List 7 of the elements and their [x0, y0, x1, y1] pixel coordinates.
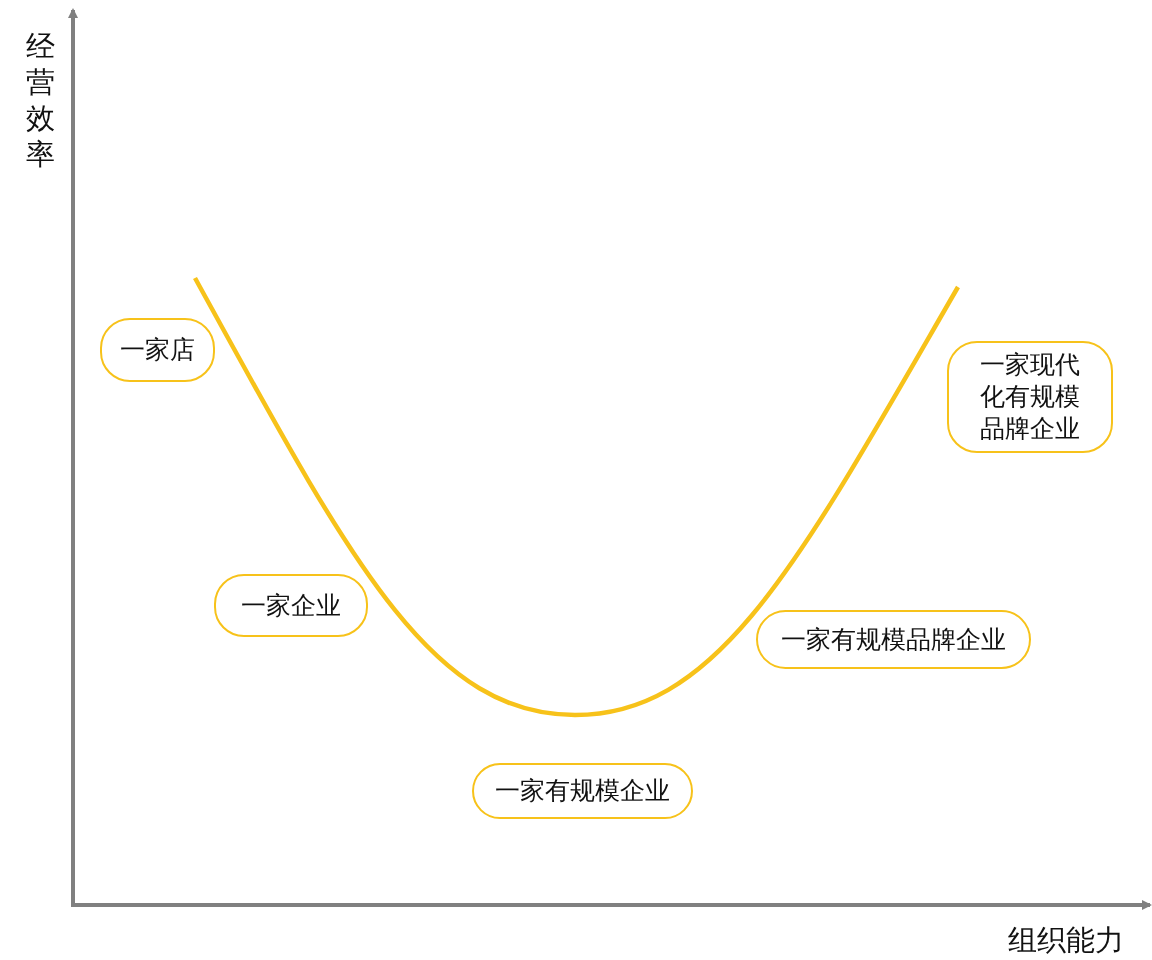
rounded-label-box: 一家有规模企业 — [472, 763, 693, 819]
rounded-label-box: 一家店 — [100, 318, 215, 382]
rounded-label-box: 一家现代化有规模品牌企业 — [947, 341, 1113, 453]
rounded-label-box: 一家有规模品牌企业 — [756, 610, 1031, 669]
axis-title: 经营效率 — [26, 28, 56, 172]
rounded-label-box: 一家企业 — [214, 574, 368, 637]
axis-title: 组织能力 — [1008, 922, 1125, 958]
